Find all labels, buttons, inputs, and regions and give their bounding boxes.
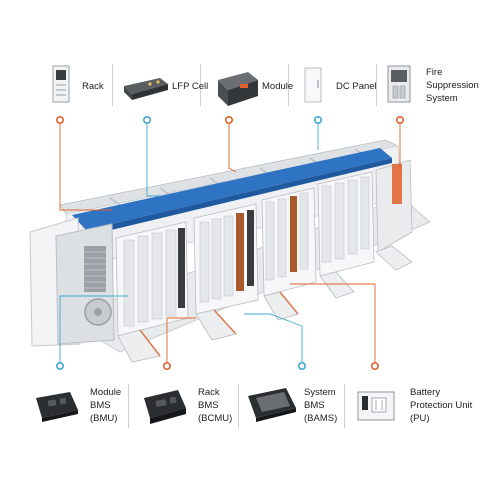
- label-rack-bms: Rack BMS (BCMU): [198, 387, 233, 424]
- callout-markers: [55, 116, 404, 370]
- module-icon: [218, 72, 258, 106]
- separator: [238, 384, 239, 428]
- fire-suppression-icon: [387, 65, 411, 103]
- label-lfp-cell: LFP Cell: [172, 81, 209, 92]
- bottom-callout-marker: [370, 361, 379, 370]
- callout-line-system-bms: [244, 313, 303, 364]
- top-callout-marker: [395, 116, 404, 125]
- callout-line-module: [228, 120, 237, 173]
- callout-line-rack: [59, 120, 112, 211]
- container-doors: [117, 245, 413, 363]
- separator: [112, 64, 113, 106]
- hvac-grille-lines: [84, 251, 106, 289]
- cable-tray-side: [86, 158, 392, 236]
- hvac-fan-hub: [94, 308, 102, 316]
- top-callout-marker: [225, 116, 234, 125]
- label-battery-protection-unit: Battery Protection Unit (PU): [410, 387, 473, 424]
- container-illustration: [29, 139, 431, 363]
- right-end-frame: [375, 159, 413, 253]
- cable-tray: [72, 148, 392, 230]
- label-dc-panel: DC Panel: [336, 81, 377, 92]
- bottom-callout-marker: [163, 361, 172, 370]
- rack-group-4: [317, 171, 375, 277]
- separator: [288, 64, 289, 106]
- rack-icon: [52, 65, 70, 103]
- battery-protection-unit-icon: [357, 391, 395, 421]
- bottom-callout-marker: [297, 361, 306, 370]
- callout-line-battery-protection-unit: [290, 283, 376, 364]
- top-callout-marker: [55, 116, 64, 125]
- system-bms-icon: [248, 388, 296, 422]
- rack-bms-icon: [144, 390, 186, 424]
- callout-line-lfp-cell: [146, 120, 160, 197]
- rack-group-3: [261, 187, 317, 297]
- door-orange-edges: [139, 291, 299, 357]
- hvac-grille: [84, 246, 106, 292]
- label-module-bms: Module BMS (BMU): [90, 387, 122, 424]
- bottom-callout-marker: [55, 361, 64, 370]
- label-rack: Rack: [82, 81, 104, 92]
- rack-group-1: [115, 221, 189, 337]
- label-system-bms: System BMS (BAMS): [304, 387, 338, 424]
- callout-lines: [59, 120, 401, 364]
- rack-group-2: [193, 203, 259, 315]
- module-bms-icon: [36, 392, 78, 422]
- separator: [128, 384, 129, 428]
- right-orange-panel: [392, 164, 402, 204]
- top-callout-marker: [313, 116, 322, 125]
- separator: [344, 384, 345, 428]
- label-module: Module: [262, 81, 294, 92]
- separator: [376, 64, 377, 106]
- top-callout-marker: [143, 116, 152, 125]
- callout-line-rack-bms: [166, 317, 196, 364]
- dc-panel-icon: [304, 67, 322, 103]
- label-fire-suppression-system: Fire Suppression System: [426, 67, 479, 104]
- callout-line-module-bms: [59, 295, 128, 364]
- lfp-cell-icon: [124, 78, 168, 100]
- separator: [200, 64, 201, 106]
